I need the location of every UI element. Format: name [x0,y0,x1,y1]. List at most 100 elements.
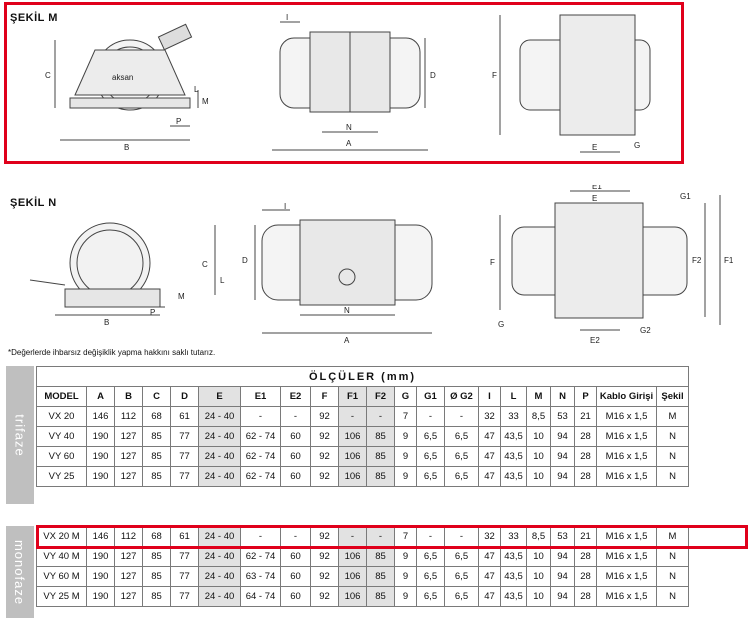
table-cell: - [416,526,445,547]
table-cell: 62 - 74 [240,426,281,447]
table-cell: - [338,526,367,547]
header-15: L [500,386,527,407]
header-1: A [86,386,115,407]
table-cell: 6,5 [416,466,445,487]
dim-label-n-p: P [150,308,155,317]
table-cell: M16 x 1,5 [596,466,657,487]
dim-label-c: C [45,71,51,80]
dim-label-n-m: M [178,292,185,301]
table-cell: M [656,406,689,427]
table-cell: 47 [478,546,501,567]
table-cell: 10 [526,586,551,607]
table-cell: 85 [366,546,395,567]
table-cell: 10 [526,426,551,447]
table-cell: 85 [366,466,395,487]
table-cell: 53 [550,526,575,547]
table-cell: 85 [142,566,171,587]
table-cell: 85 [366,426,395,447]
table-cell: 77 [170,546,199,567]
table-cell: 94 [550,446,575,467]
sekil-n-top-view [499,190,721,331]
header-18: P [574,386,597,407]
table-cell: 9 [394,586,417,607]
dim-label-n-e: E [592,194,597,203]
table-cell: 85 [366,446,395,467]
header-17: N [550,386,575,407]
sekil-n-side-view [254,209,433,334]
table-cell: 94 [550,466,575,487]
sekil-m-side-view [272,21,428,151]
dim-label-e: E [592,143,597,152]
table-cell: 60 [280,586,311,607]
table-cell: 6,5 [416,566,445,587]
table-cell: 77 [170,426,199,447]
table-cell: 32 [478,526,501,547]
table-cell: 6,5 [444,426,479,447]
table-cell: 33 [500,406,527,427]
dim-label-n-c: C [202,260,208,269]
dim-label-p: P [176,117,181,126]
brand-logo: aksan [112,73,133,82]
table-cell: N [656,546,689,567]
table-cell: 85 [142,586,171,607]
table-cell: 92 [310,446,339,467]
table-cell: 47 [478,446,501,467]
table-cell: N [656,586,689,607]
table-cell: 61 [170,406,199,427]
header-8: F [310,386,339,407]
table-cell: 43,5 [500,466,527,487]
table-cell: 106 [338,426,367,447]
table-cell: 60 [280,546,311,567]
table-cell: 106 [338,586,367,607]
sekil-m-top-view [499,14,651,153]
table-cell: N [656,566,689,587]
table-cell: 190 [86,566,115,587]
dim-label-n-n: N [344,306,350,315]
table-cell: 24 - 40 [198,566,241,587]
table-cell: 94 [550,426,575,447]
table-cell: 85 [142,426,171,447]
header-9: F1 [338,386,367,407]
table-cell: M16 x 1,5 [596,426,657,447]
header-4: D [170,386,199,407]
table-cell: 8,5 [526,526,551,547]
sekil-m-panel: ŞEKİL M C B P M L aksan I [0,0,750,170]
table-cell: 92 [310,426,339,447]
header-12: G1 [416,386,445,407]
table-cell: 53 [550,406,575,427]
table-cell: 32 [478,406,501,427]
table-cell: 43,5 [500,446,527,467]
table-cell: N [656,446,689,467]
table-cell: M16 x 1,5 [596,406,657,427]
table-cell: 60 [280,566,311,587]
dim-label-n-f2: F2 [692,256,702,265]
sekil-m-drawings: C B P M L aksan I N A D F E G [45,13,651,153]
header-14: I [478,386,501,407]
table-cell: 92 [310,566,339,587]
dim-label-n-e1: E1 [592,185,602,191]
table-cell: 33 [500,526,527,547]
table-cell: - [366,406,395,427]
table-cell: 77 [170,566,199,587]
table-cell: 85 [142,446,171,467]
table-cell: 47 [478,566,501,587]
dim-label-n-f: F [490,258,495,267]
dim-label-n-g1: G1 [680,192,691,201]
dim-label-n-d: D [242,256,248,265]
table-cell: 43,5 [500,566,527,587]
table-cell: 94 [550,566,575,587]
dim-label-d: D [430,71,436,80]
table-cell: 112 [114,526,143,547]
group-label-monofaze: monofaze [6,526,34,618]
header-19: Kablo Girişi [596,386,657,407]
table-cell: VY 60 [36,446,87,467]
table-cell: 85 [142,546,171,567]
dim-label-n-e2: E2 [590,336,600,345]
table-cell: 10 [526,546,551,567]
